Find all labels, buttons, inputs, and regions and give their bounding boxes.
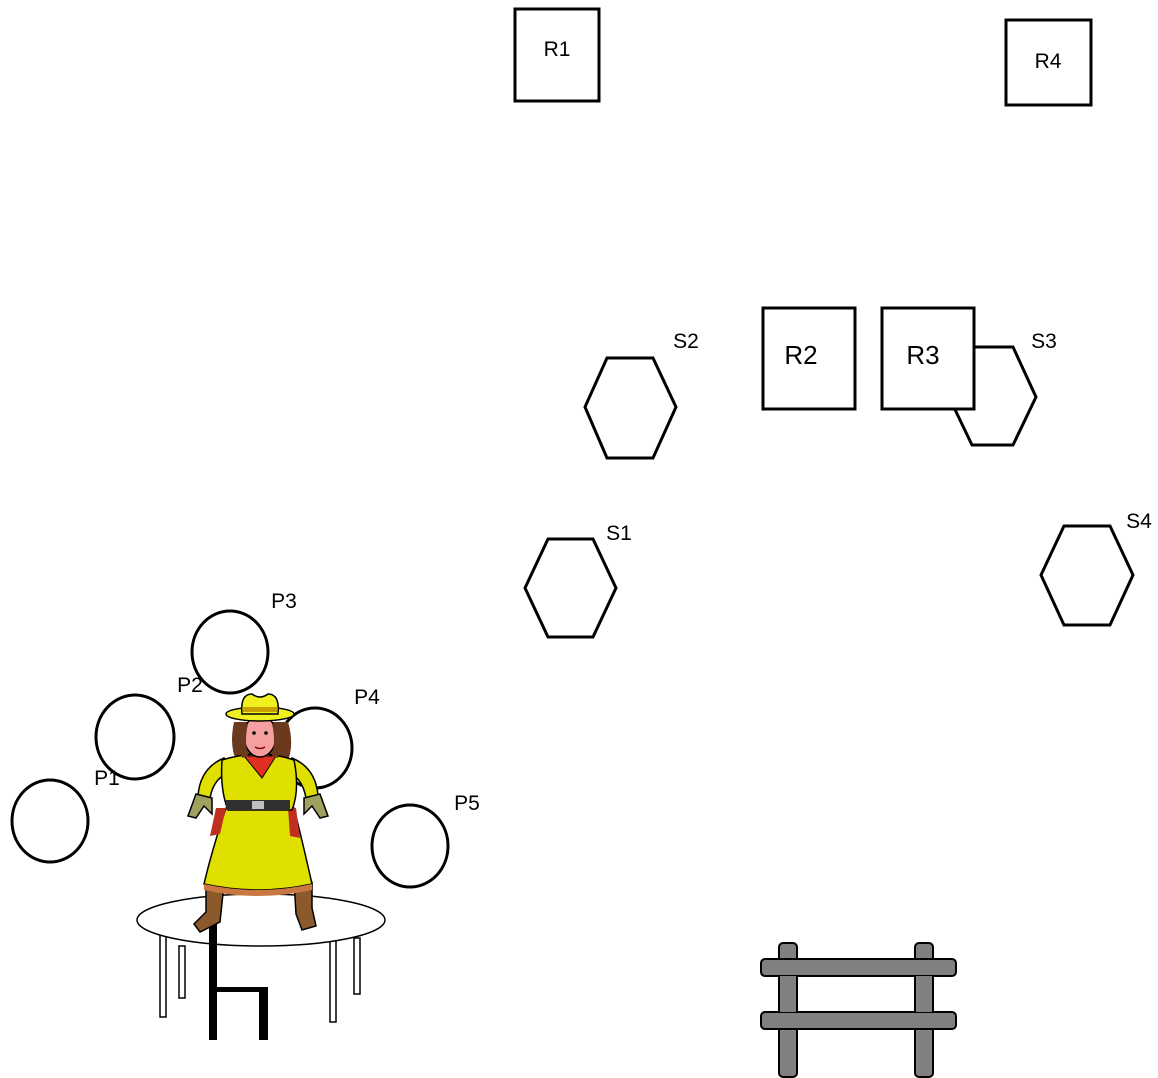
hexagon-s4: S4 xyxy=(1041,510,1152,625)
trampoline-image xyxy=(137,894,385,1040)
label-s4: S4 xyxy=(1126,510,1152,533)
circle-p2: P2 xyxy=(96,674,203,779)
label-r1: R1 xyxy=(544,38,571,61)
label-p4: P4 xyxy=(354,686,380,709)
label-p5: P5 xyxy=(454,792,480,815)
label-s3: S3 xyxy=(1031,330,1057,353)
label-r4: R4 xyxy=(1035,50,1062,73)
hexagon-s1: S1 xyxy=(525,522,632,637)
label-r3: R3 xyxy=(906,340,939,370)
square-r1: R1 xyxy=(515,9,599,101)
square-r2: R2 xyxy=(763,308,855,409)
circle-p3: P3 xyxy=(192,590,297,693)
square-r4: R4 xyxy=(1006,20,1091,105)
label-r2: R2 xyxy=(784,340,817,370)
circle-p5: P5 xyxy=(372,792,480,887)
circle-p1: P1 xyxy=(12,767,120,862)
label-s1: S1 xyxy=(606,522,632,545)
label-p3: P3 xyxy=(271,590,297,613)
fence-image xyxy=(761,943,956,1077)
hexagon-s2: S2 xyxy=(585,330,699,458)
label-p2: P2 xyxy=(177,674,203,697)
label-p1: P1 xyxy=(94,767,120,790)
square-r3: R3 xyxy=(882,308,974,409)
label-s2: S2 xyxy=(673,330,699,353)
